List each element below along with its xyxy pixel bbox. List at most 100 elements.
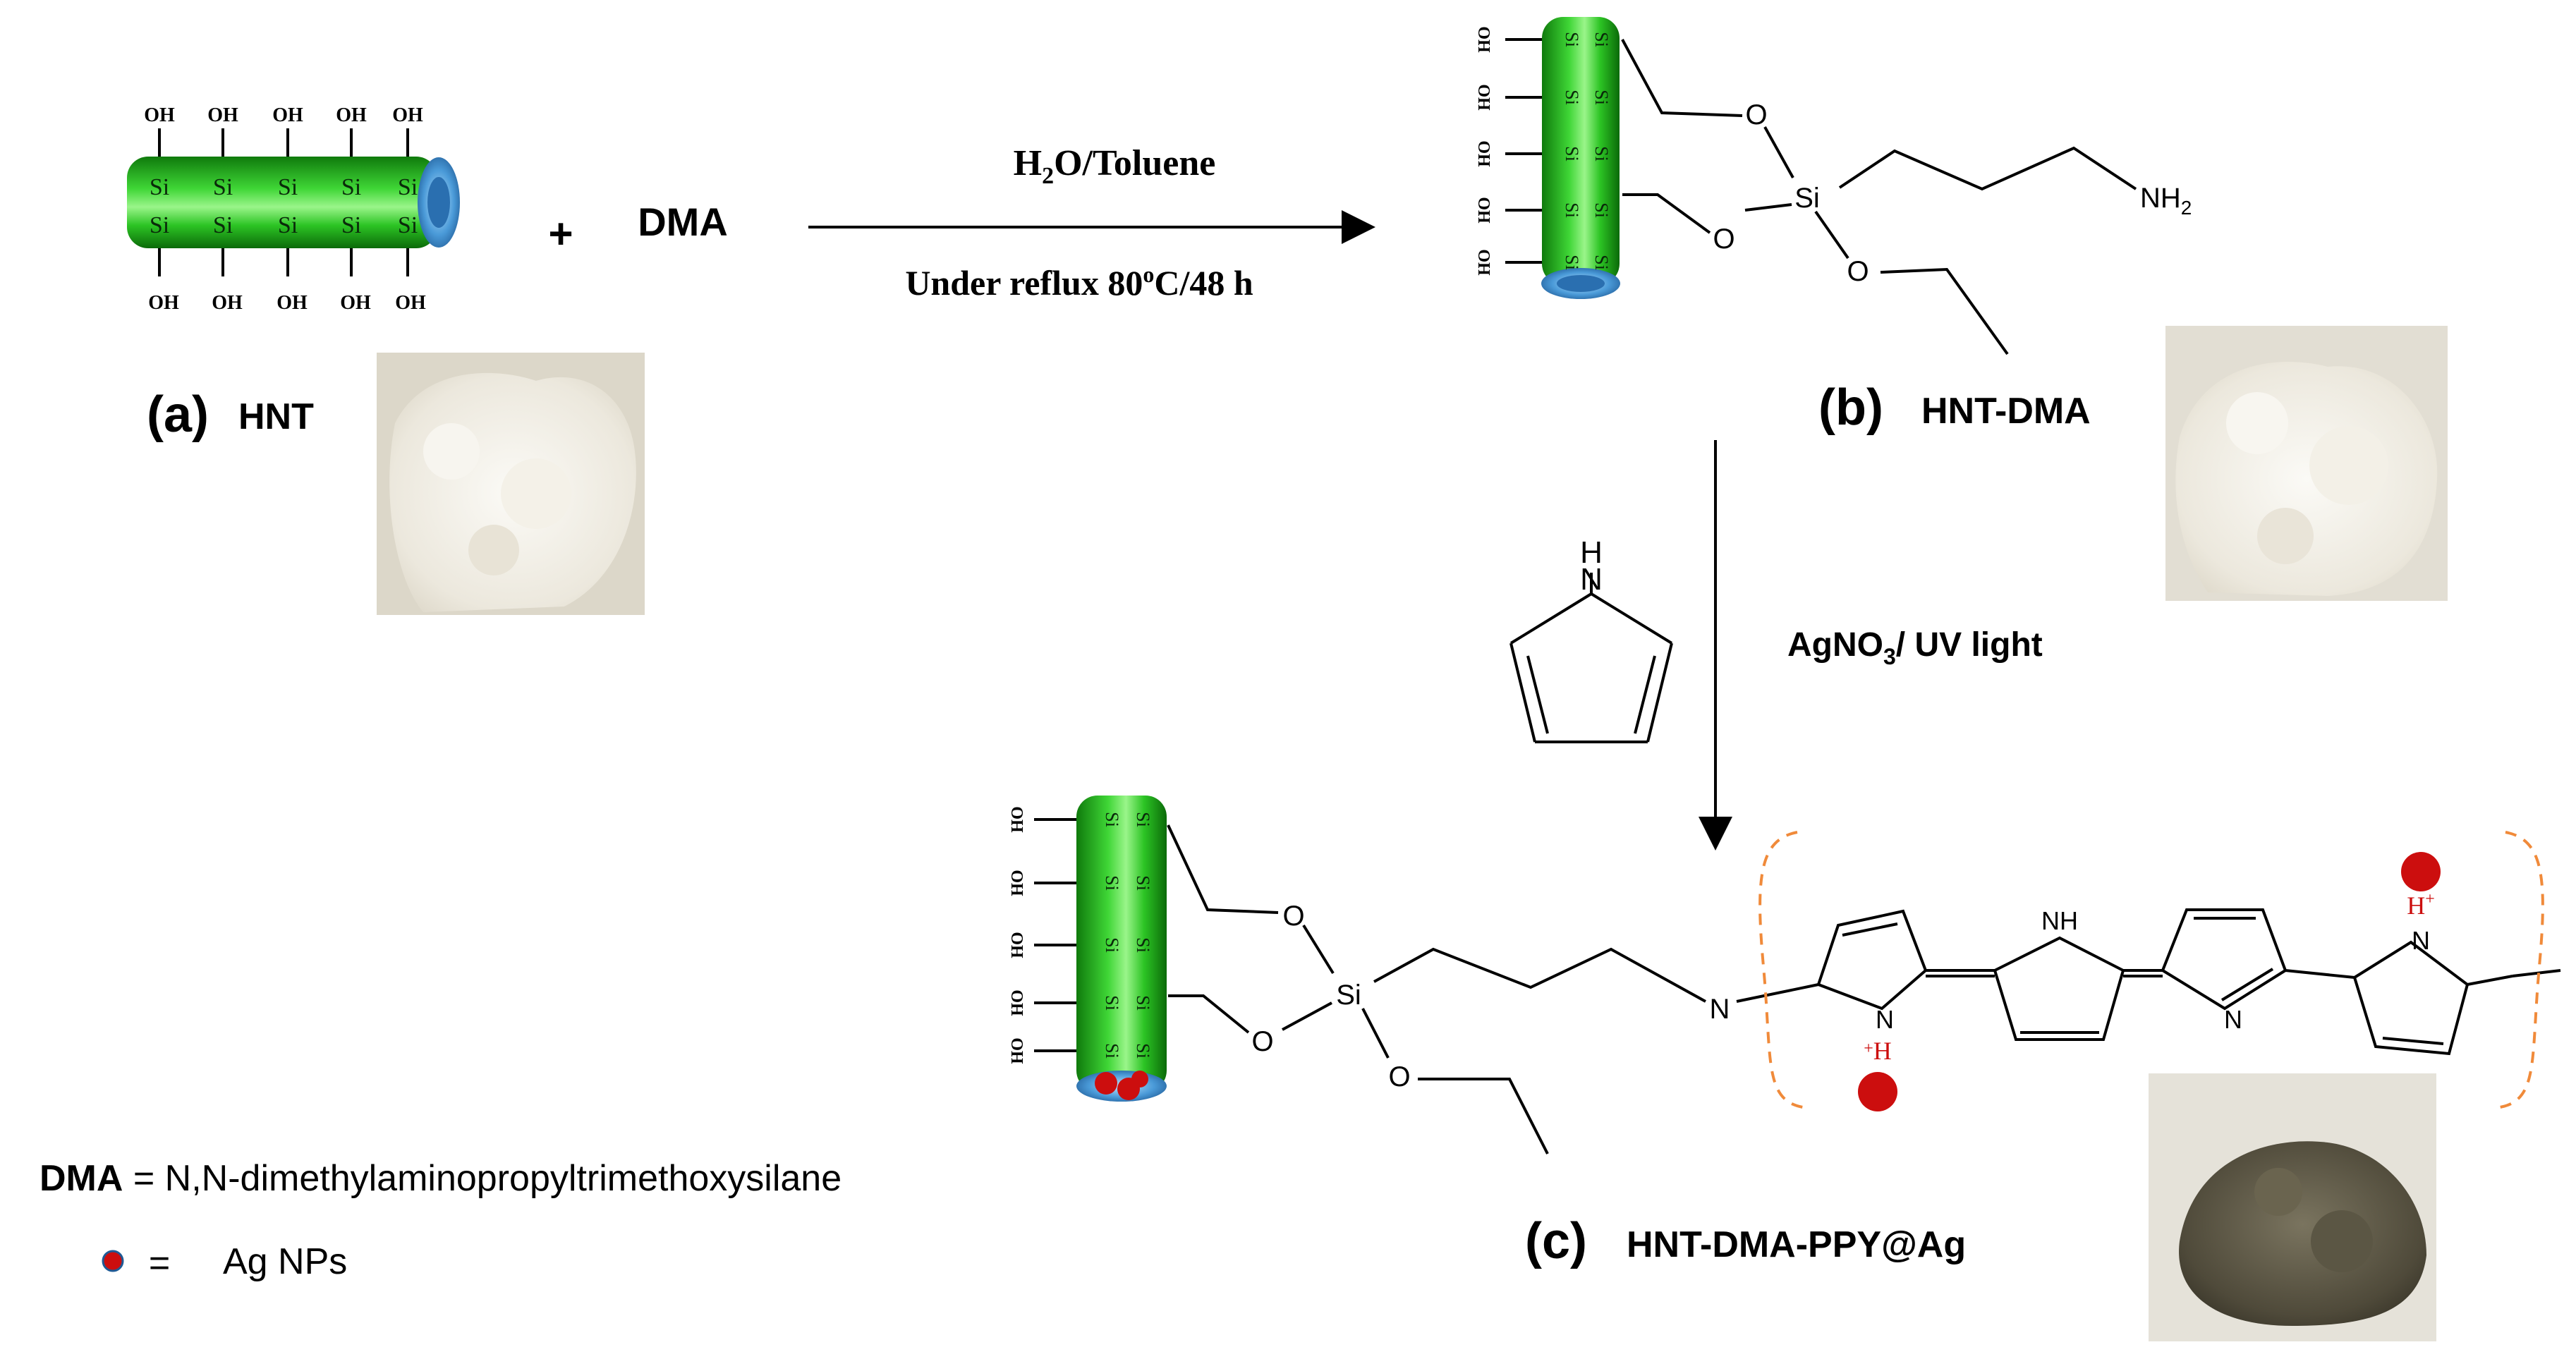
o-b-2: O — [1713, 224, 1734, 255]
ho-c-2: HO — [1009, 870, 1027, 896]
si-b-6: Si — [1591, 146, 1612, 162]
si-b-5: Si — [1562, 146, 1582, 162]
ag-nanoparticle-1 — [1858, 1072, 1897, 1111]
si-top-5: Si — [398, 174, 418, 200]
si-bot-2: Si — [213, 212, 233, 238]
si-bot-1: Si — [150, 212, 169, 238]
ppy-linkage — [1167, 824, 1706, 1154]
hnt-dma-ppy-ag-powder-photo — [2149, 1073, 2436, 1341]
si-c-1: Si — [1102, 812, 1122, 827]
pyrrole-n: N — [1580, 562, 1603, 597]
si-c-3: Si — [1102, 875, 1122, 891]
legend-dma: DMA = N,N-dimethylaminopropyltrimethoxys… — [40, 1158, 842, 1199]
legend-ag-symbol — [102, 1250, 124, 1272]
hnt-bonds — [158, 128, 409, 276]
nh2-b: NH2 — [2140, 183, 2192, 219]
oh-bottom-5: OH — [395, 292, 426, 314]
label-c: (c) — [1525, 1213, 1587, 1269]
ppy-atoms: O O Si O N — [1251, 901, 1730, 1092]
ppy-nh: NH — [2041, 906, 2078, 935]
si-b-10: Si — [1591, 255, 1612, 270]
si-b-8: Si — [1591, 202, 1612, 218]
oh-bottom-4: OH — [340, 292, 371, 314]
hnt-dma-ho-labels: HO HO HO HO HO — [1476, 26, 1494, 275]
si-c-2: Si — [1133, 812, 1153, 827]
si-b-1: Si — [1562, 32, 1582, 47]
label-hnt-dma: HNT-DMA — [1921, 391, 2091, 432]
si-b-7: Si — [1562, 202, 1582, 218]
si-bot-5: Si — [398, 212, 418, 238]
oh-top-1: OH — [144, 104, 175, 126]
pyrrole-h: H — [1580, 535, 1603, 570]
step1-above: H2O/Toluene — [1014, 143, 1216, 189]
ho-c-4: HO — [1009, 989, 1027, 1016]
o-c-1: O — [1282, 901, 1304, 932]
si-c-5: Si — [1102, 937, 1122, 953]
o-c-2: O — [1251, 1026, 1273, 1057]
reagent-dma: DMA — [638, 200, 728, 244]
step2-label: AgNO3/ UV light — [1787, 626, 2043, 669]
oh-bottom-2: OH — [212, 292, 243, 314]
ag-nanoparticle-2 — [2401, 852, 2441, 891]
si-bot-4: Si — [341, 212, 361, 238]
ho-c-1: HO — [1009, 806, 1027, 832]
label-a: (a) — [147, 386, 209, 443]
n-link: N — [1710, 994, 1730, 1025]
ho-b-5: HO — [1476, 249, 1494, 275]
polypyrrole-chain — [1736, 908, 2561, 1056]
si-b-2: Si — [1591, 32, 1612, 47]
plus-sign: + — [548, 210, 573, 257]
legend-ag-label: Ag NPs — [223, 1241, 347, 1282]
hnt-powder-photo — [377, 353, 645, 615]
oh-top-5: OH — [392, 104, 423, 126]
si-c-center: Si — [1336, 980, 1361, 1011]
si-c-4: Si — [1133, 875, 1153, 891]
hnt-dma-ppy-tube — [1034, 796, 1167, 1102]
ppy-si-labels: Si Si Si Si Si Si Si Si Si Si — [1102, 812, 1153, 1059]
hnt-dma-powder-photo — [2165, 326, 2448, 601]
ho-b-3: HO — [1476, 140, 1494, 166]
hnt-dma-tube — [1505, 17, 1620, 299]
ppy-n-4: N — [2412, 926, 2430, 955]
si-c-9: Si — [1102, 1043, 1122, 1059]
pyrrole-atoms: H N — [1580, 535, 1603, 597]
oh-top-4: OH — [336, 104, 367, 126]
ho-b-2: HO — [1476, 84, 1494, 110]
oh-bottom-3: OH — [277, 292, 308, 314]
hnt-dma-linkage — [1621, 39, 2137, 355]
polypyrrole-atoms: N NH N N — [1876, 906, 2430, 1034]
o-c-3: O — [1388, 1061, 1410, 1092]
si-c-10: Si — [1133, 1043, 1153, 1059]
o-b-1: O — [1745, 99, 1767, 130]
si-bot-3: Si — [278, 212, 298, 238]
pyrrole-structure — [1509, 573, 1673, 743]
si-top-1: Si — [150, 174, 169, 200]
ho-c-3: HO — [1009, 932, 1027, 958]
oh-top-2: OH — [207, 104, 238, 126]
si-b-9: Si — [1562, 255, 1582, 270]
legend-ag-equals: = — [149, 1243, 170, 1284]
si-top-2: Si — [213, 174, 233, 200]
si-c-8: Si — [1133, 995, 1153, 1011]
ho-c-5: HO — [1009, 1037, 1027, 1064]
hnt-dma-si-labels: Si Si Si Si Si Si Si Si Si Si — [1562, 32, 1612, 270]
ppy-n-1: N — [1876, 1005, 1894, 1034]
si-top-3: Si — [278, 174, 298, 200]
si-b-3: Si — [1562, 90, 1582, 105]
ppy-n-3: N — [2224, 1005, 2242, 1034]
si-b-center: Si — [1794, 183, 1820, 214]
si-c-7: Si — [1102, 995, 1122, 1011]
si-b-4: Si — [1591, 90, 1612, 105]
polypyrrole-protons: +H H+ — [1864, 890, 2435, 1065]
label-hnt: HNT — [238, 396, 314, 437]
proton-2: H+ — [2407, 890, 2435, 920]
o-b-3: O — [1847, 256, 1869, 287]
hnt-tube — [127, 128, 460, 276]
step1-below: Under reflux 80oC/48 h — [905, 262, 1253, 303]
proton-1: +H — [1864, 1037, 1892, 1065]
ho-b-4: HO — [1476, 197, 1494, 223]
hnt-dma-atoms: O O Si O NH2 — [1713, 99, 2192, 287]
oh-bottom-1: OH — [148, 292, 179, 314]
